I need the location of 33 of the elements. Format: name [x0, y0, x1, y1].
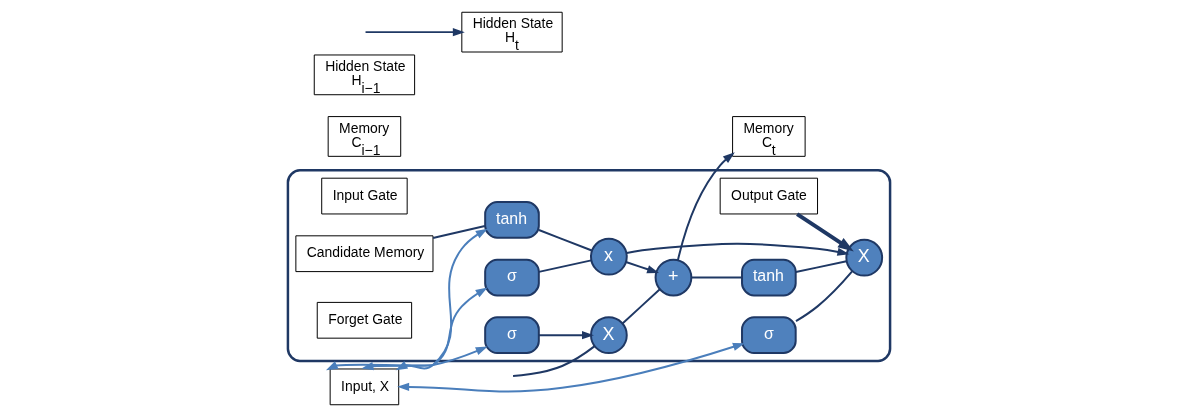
- node-circle: X: [845, 238, 884, 277]
- connector: [512, 345, 596, 377]
- node-box: tanh: [741, 258, 797, 297]
- connector: [621, 288, 661, 325]
- arrow: [796, 212, 854, 252]
- node-box: σ: [484, 258, 540, 297]
- cluster: [286, 169, 892, 363]
- arrow: [537, 331, 594, 340]
- node-box: Output Gate: [719, 177, 819, 215]
- connector: [537, 259, 593, 273]
- connector: [432, 225, 486, 239]
- connector: [537, 228, 593, 252]
- node-box: tanh: [484, 201, 540, 239]
- arrow: [395, 228, 488, 371]
- arrow: [625, 261, 660, 274]
- node-circle: X: [590, 316, 628, 355]
- node-box: Input Gate: [321, 177, 408, 215]
- connector: [794, 270, 854, 323]
- arrow: [364, 27, 465, 37]
- connector: [794, 260, 848, 273]
- node-box: Forget Gate: [316, 301, 413, 339]
- node-circle: +: [654, 258, 693, 297]
- node-box: σ: [484, 316, 540, 355]
- node-box: Candidate Memory: [295, 235, 434, 273]
- node-box: σ: [741, 316, 797, 355]
- arrow: [361, 287, 488, 371]
- arrow: [397, 342, 745, 393]
- node-box: Input, X: [329, 368, 400, 406]
- node-circle: x: [590, 237, 628, 276]
- arrow: [625, 242, 850, 256]
- arrow: [325, 346, 488, 371]
- arrow: [676, 152, 735, 262]
- connector: [690, 276, 743, 279]
